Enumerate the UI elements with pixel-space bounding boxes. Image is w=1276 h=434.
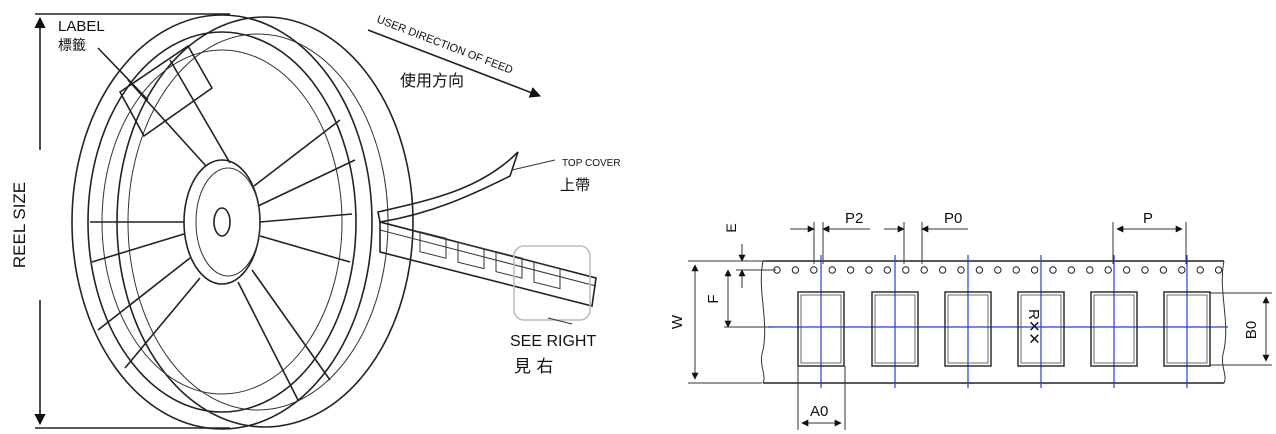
label-text: LABEL	[58, 18, 105, 35]
dim-p2-label: P2	[845, 210, 863, 227]
sprocket-hole	[1178, 266, 1186, 274]
dim-p-label: P	[1143, 210, 1153, 227]
top-cover: TOP COVER 上帶	[377, 151, 621, 223]
feed-direction-text: USER DIRECTION OF FEED	[375, 14, 515, 77]
sprocket-hole	[1012, 266, 1020, 274]
dim-p0-label: P0	[944, 210, 962, 227]
dim-e-label: E	[723, 223, 739, 232]
sprocket-hole	[938, 266, 947, 274]
see-right-text-zh: 見 右	[514, 357, 553, 377]
dim-b0: B0	[1210, 292, 1272, 366]
feed-direction-text-zh: 使用方向	[400, 71, 464, 90]
sprocket-holes	[773, 266, 1223, 274]
sprocket-hole	[1159, 266, 1168, 274]
sprocket-hole	[1141, 266, 1149, 274]
sprocket-hole	[1067, 266, 1076, 274]
top-cover-text: TOP COVER	[562, 158, 621, 169]
label-text-zh: 標籤	[58, 38, 86, 54]
pocket	[1163, 291, 1211, 367]
pocket-inner	[1020, 294, 1062, 364]
pocket	[1017, 291, 1065, 367]
pocket	[871, 291, 919, 367]
pocket-inner	[947, 294, 989, 364]
dim-p0: P0	[884, 210, 968, 264]
sprocket-hole	[1214, 266, 1223, 274]
dim-a0: A0	[797, 366, 846, 430]
reel-size-label: REEL SIZE	[10, 182, 29, 268]
reel	[71, 14, 414, 430]
sprocket-hole	[1104, 266, 1112, 274]
pocket-inner	[800, 294, 842, 364]
sprocket-hole	[791, 266, 800, 274]
sprocket-hole	[846, 266, 855, 274]
pocket-marking: R✕✕	[1025, 309, 1042, 345]
pocket-inner	[1093, 294, 1135, 364]
sprocket-hole	[902, 266, 910, 274]
reel-size-dimension: REEL SIZE	[10, 13, 230, 429]
see-right-callout: SEE RIGHT 見 右	[510, 333, 596, 377]
pocket-inner	[874, 294, 916, 364]
feed-direction: USER DIRECTION OF FEED 使用方向	[367, 14, 542, 98]
dim-f-label: F	[705, 294, 722, 303]
sprocket-hole	[1196, 266, 1204, 274]
pocket-inner	[1166, 294, 1208, 364]
sprocket-hole	[975, 266, 984, 274]
see-right-text: SEE RIGHT	[510, 333, 596, 350]
carrier-tape-strip	[379, 220, 597, 325]
dim-f: F	[705, 269, 770, 328]
sprocket-hole	[920, 266, 928, 274]
sprocket-hole	[828, 266, 836, 274]
dim-p2: P2	[790, 210, 870, 264]
tape-outline	[760, 260, 1227, 384]
sprocket-hole	[810, 266, 818, 274]
pocket	[944, 291, 992, 367]
sprocket-hole	[1122, 266, 1131, 274]
sprocket-hole	[1049, 266, 1057, 274]
pocket	[797, 291, 845, 367]
dim-p: P	[1112, 210, 1187, 264]
sprocket-hole	[865, 266, 873, 274]
label-callout: LABEL 標籤	[58, 18, 149, 101]
sprocket-hole	[994, 266, 1002, 274]
dim-a0-label: A0	[810, 403, 828, 420]
sprocket-hole	[883, 266, 892, 274]
dim-b0-label: B0	[1243, 321, 1260, 339]
dim-e: E	[723, 223, 776, 288]
top-cover-text-zh: 上帶	[560, 176, 590, 194]
pockets	[797, 291, 1211, 367]
dim-w-label: W	[669, 314, 686, 329]
sprocket-hole	[1086, 266, 1094, 274]
blue-centerlines	[768, 255, 1228, 388]
dim-w: W	[669, 260, 762, 384]
sprocket-hole	[1030, 266, 1039, 274]
sprocket-hole	[957, 266, 965, 274]
pocket	[1090, 291, 1138, 367]
